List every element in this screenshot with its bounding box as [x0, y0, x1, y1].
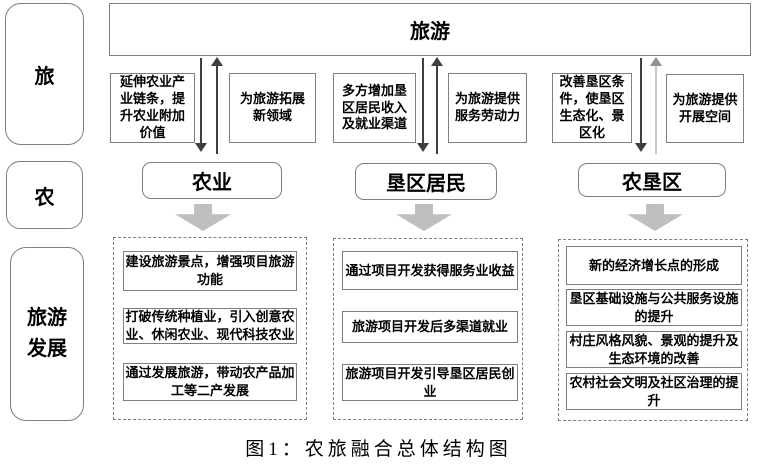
- down-arrow-icon: [200, 58, 202, 143]
- up-arrowhead-icon: [431, 57, 443, 66]
- note-reclamation-to-tourism: 为旅游提供开展空间: [666, 74, 744, 143]
- note-tourism-to-agriculture: 延伸农业产业链条，提升农业附加价值: [110, 73, 195, 143]
- top-tourism-box: 旅游: [109, 3, 751, 56]
- entity-agriculture-box: 农业: [142, 162, 282, 199]
- outcome-item: 垦区基础设施与公共服务设施的提升: [566, 289, 742, 326]
- rail-label-tourism: 旅: [5, 3, 84, 145]
- figure-caption: 图1：农旅融合总体结构图: [245, 439, 512, 460]
- outcome-item: 建设旅游景点，增强项目旅游功能: [123, 251, 297, 291]
- outcome-container-agriculture: [113, 237, 307, 420]
- up-arrow-icon: [655, 66, 657, 154]
- rail-label-tourism-development: 旅游 发展: [10, 247, 84, 421]
- note-tourism-to-reclamation: 改善垦区条件，使垦区生态化、景区化: [552, 73, 632, 143]
- down-block-arrow-icon: [175, 204, 231, 231]
- outcome-item: 村庄风格风貌、景观的提升及生态环境的改善: [566, 331, 742, 368]
- note-residents-to-tourism: 为旅游提供服务劳动力: [448, 73, 527, 143]
- outcome-item: 打破传统种植业，引入创意农业、休闲农业、现代科技农业: [123, 308, 297, 344]
- rail-label-tourism-development-text: 旅游 发展: [27, 303, 67, 365]
- up-arrowhead-icon: [211, 57, 223, 66]
- outcome-container-residents: [333, 238, 523, 420]
- rail-dev-line2: 发展: [27, 338, 67, 360]
- outcome-item: 通过发展旅游，带动农产品加工等二产发展: [123, 363, 297, 401]
- down-arrowhead-icon: [635, 143, 647, 152]
- down-arrowhead-icon: [195, 143, 207, 152]
- outcome-item: 新的经济增长点的形成: [566, 246, 742, 285]
- outcome-item: 旅游项目开发引导垦区居民创业: [342, 364, 518, 401]
- note-agriculture-to-tourism: 为旅游拓展新领域: [229, 73, 316, 143]
- entity-reclamation-box: 农垦区: [578, 163, 726, 197]
- note-tourism-to-residents: 多方增加垦区居民收入及就业渠道: [333, 73, 416, 143]
- down-arrow-icon: [422, 58, 424, 143]
- up-arrowhead-icon: [650, 57, 662, 66]
- entity-residents-box: 垦区居民: [355, 163, 497, 200]
- rail-dev-line1: 旅游: [27, 307, 67, 329]
- down-block-arrow-icon: [396, 204, 452, 231]
- rail-label-agriculture: 农: [6, 161, 83, 229]
- down-arrow-icon: [640, 58, 642, 143]
- down-block-arrow-icon: [627, 204, 683, 231]
- outcome-item: 旅游项目开发后多渠道就业: [342, 311, 518, 343]
- outcome-item: 农村社会文明及社区治理的提升: [566, 373, 742, 410]
- up-arrow-icon: [216, 66, 218, 154]
- up-arrow-icon: [436, 66, 438, 154]
- outcome-item: 通过项目开发获得服务业收益: [342, 251, 518, 290]
- outcome-container-reclamation: [558, 239, 748, 421]
- down-arrowhead-icon: [417, 143, 429, 152]
